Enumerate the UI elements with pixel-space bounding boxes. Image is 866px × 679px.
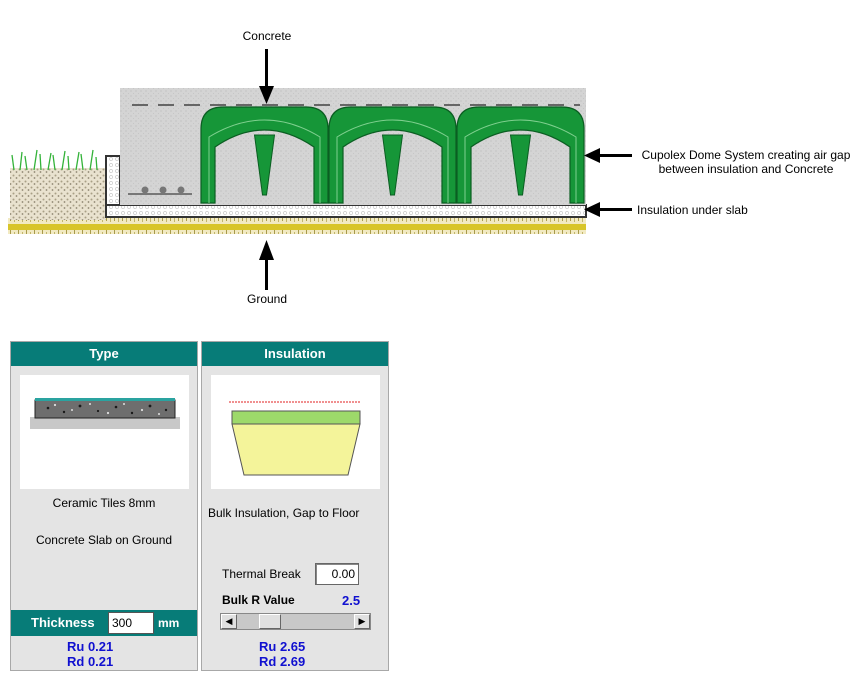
slider-thumb[interactable] bbox=[259, 614, 281, 629]
bulk-r-value: 2.5 bbox=[342, 593, 361, 608]
insulation-preview bbox=[211, 375, 380, 489]
slab-cross-section-diagram bbox=[8, 49, 632, 290]
insulation-icon bbox=[229, 401, 361, 476]
gravel-fill bbox=[10, 168, 106, 220]
grass bbox=[11, 149, 98, 171]
dome-3 bbox=[456, 106, 585, 204]
floor-covering-text: Ceramic Tiles 8mm bbox=[52, 496, 156, 510]
type-rd-value: Rd 0.21 bbox=[67, 654, 114, 669]
dome-2 bbox=[328, 106, 457, 204]
cupolex-domes bbox=[200, 106, 585, 204]
dome-rib-3 bbox=[464, 119, 577, 203]
bulk-r-slider[interactable]: ◀ ▶ bbox=[220, 613, 371, 630]
insulation-ru-value: Ru 2.65 bbox=[259, 639, 306, 654]
label-insulation-under-slab: Insulation under slab bbox=[637, 203, 748, 217]
thickness-label: Thickness bbox=[31, 615, 95, 630]
dome-rib-2 bbox=[336, 119, 449, 203]
label-cupolex-line1: Cupolex Dome System creating air gap bbox=[641, 148, 851, 162]
rebar bbox=[128, 186, 192, 195]
slider-left-button[interactable]: ◀ bbox=[221, 614, 237, 629]
type-ru-value: Ru 0.21 bbox=[67, 639, 114, 654]
type-preview bbox=[20, 375, 189, 489]
type-panel-header: Type bbox=[11, 342, 197, 366]
label-cupolex-line2: between insulation and Concrete bbox=[658, 162, 834, 176]
insulation-rd-value: Rd 2.69 bbox=[259, 654, 306, 669]
slab-icon bbox=[30, 398, 180, 429]
thickness-bar: Thickness 300 mm bbox=[11, 610, 197, 636]
underslab-insulation bbox=[105, 204, 587, 218]
dome-rib-1 bbox=[208, 119, 321, 203]
thermal-break-input[interactable]: 0.00 bbox=[315, 563, 359, 585]
slider-right-button[interactable]: ▶ bbox=[354, 614, 370, 629]
bulk-r-label: Bulk R Value bbox=[222, 593, 295, 607]
arrow-ground bbox=[259, 240, 274, 290]
thermal-break-label: Thermal Break bbox=[222, 567, 301, 581]
slab-type-text: Concrete Slab on Ground bbox=[35, 533, 173, 547]
dome-leg-3 bbox=[509, 134, 532, 196]
label-ground: Ground bbox=[246, 292, 288, 306]
label-concrete: Concrete bbox=[242, 29, 292, 43]
type-panel: Type Ceramic Tiles 8mm Concrete Slab on … bbox=[10, 341, 198, 671]
dome-1 bbox=[200, 106, 329, 204]
arrow-cupolex bbox=[584, 148, 632, 163]
thickness-input[interactable]: 300 bbox=[108, 612, 154, 634]
arrow-insulation bbox=[584, 202, 632, 217]
dome-leg-2 bbox=[381, 134, 404, 196]
arrow-concrete bbox=[259, 49, 274, 104]
insulation-description: Bulk Insulation, Gap to Floor bbox=[208, 506, 360, 520]
dome-leg-1 bbox=[253, 134, 276, 196]
insulation-panel-header: Insulation bbox=[202, 342, 388, 366]
thickness-unit: mm bbox=[158, 616, 180, 630]
insulation-panel: Insulation Bulk Insulation, Gap to Floor… bbox=[201, 341, 389, 671]
ground-layer bbox=[8, 218, 586, 234]
